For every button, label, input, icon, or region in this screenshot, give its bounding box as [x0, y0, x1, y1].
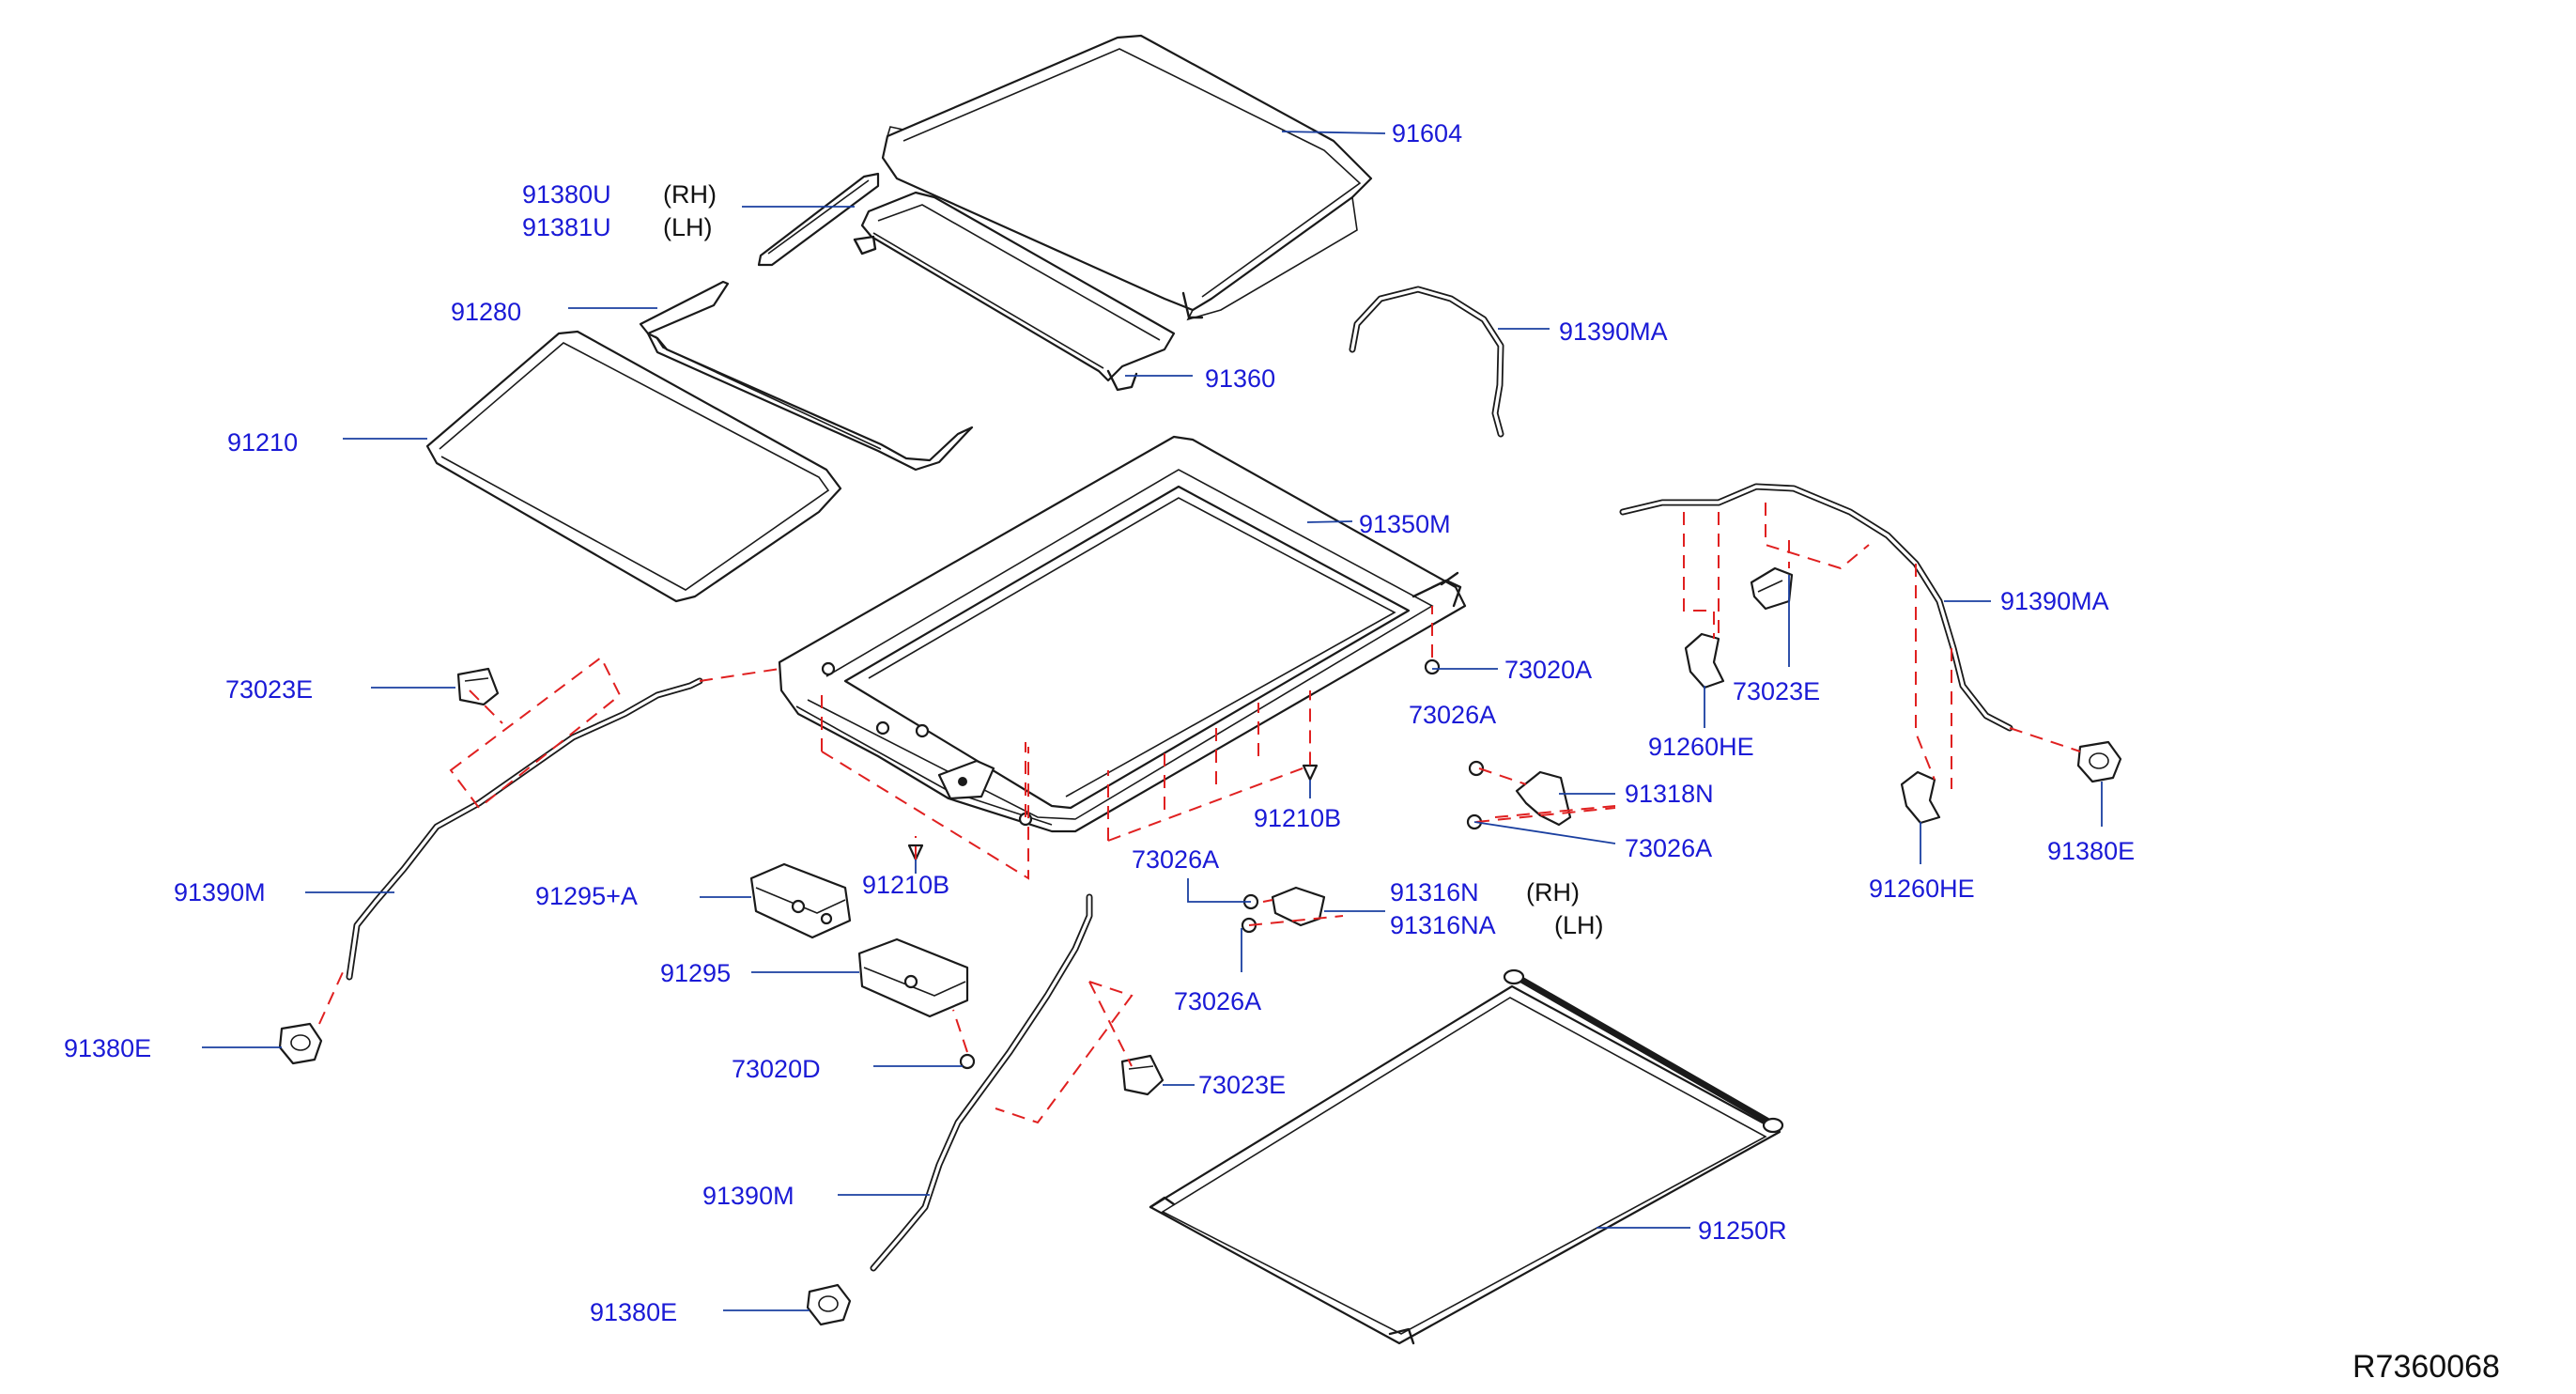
callout-73020d[interactable]: 73020D [732, 1055, 821, 1083]
weatherstrip-91280[interactable] [639, 280, 974, 472]
callout-91295[interactable]: 91295 [660, 959, 732, 987]
callout-91295a[interactable]: 91295+A [535, 882, 638, 910]
clip-73023e-right[interactable] [1750, 566, 1794, 611]
glass-lid-91604[interactable] [881, 34, 1373, 321]
callout-73026a-2[interactable]: 73026A [1625, 834, 1713, 862]
callout-73026a-3[interactable]: 73026A [1132, 845, 1220, 874]
callout-73023e-left[interactable]: 73023E [225, 675, 314, 704]
sunroof-frame-91350m[interactable] [778, 435, 1467, 833]
clip-91260he-left[interactable] [1684, 632, 1725, 689]
glass-panel-91210[interactable] [425, 330, 842, 603]
grommet-91380e-right[interactable] [2076, 740, 2122, 783]
callout-91360[interactable]: 91360 [1205, 364, 1276, 393]
callout-91604[interactable]: 91604 [1392, 119, 1463, 147]
callout-91381u[interactable]: 91381U [522, 213, 611, 241]
callout-91260he-2[interactable]: 91260HE [1869, 875, 1975, 903]
callout-91350m[interactable]: 91350M [1359, 510, 1451, 538]
wind-deflector-91360[interactable] [853, 191, 1176, 392]
callout-91390m-bottom[interactable]: 91390M [702, 1182, 794, 1210]
callout-73023e-bottom[interactable]: 73023E [1198, 1071, 1287, 1099]
callout-73023e-right[interactable]: 73023E [1733, 677, 1821, 705]
callout-73020a[interactable]: 73020A [1504, 656, 1593, 684]
deflector-91380u[interactable] [757, 172, 880, 267]
clip-73023e-bottom[interactable] [1120, 1054, 1165, 1096]
leader-lines [202, 131, 2103, 1311]
callout-91316na[interactable]: 91316NA [1390, 911, 1496, 939]
clip-73023e-left[interactable] [456, 667, 500, 706]
callout-91210[interactable]: 91210 [227, 428, 299, 457]
callout-91390m-left[interactable]: 91390M [174, 878, 266, 906]
callout-91210b-2[interactable]: 91210B [862, 871, 950, 899]
callout-91380e-bottom[interactable]: 91380E [590, 1298, 678, 1326]
callout-73026a-1[interactable]: 73026A [1409, 701, 1497, 729]
callout-91280[interactable]: 91280 [451, 298, 522, 326]
side-rh-1: (RH) [663, 180, 717, 209]
grommet-91380e-bottom[interactable] [806, 1283, 852, 1326]
side-rh-2: (RH) [1526, 878, 1580, 906]
callout-91210b-1[interactable]: 91210B [1254, 804, 1342, 832]
clip-91260he-right[interactable] [1900, 770, 1941, 825]
callout-91318n[interactable]: 91318N [1625, 780, 1714, 808]
callout-91390ma-top[interactable]: 91390MA [1559, 318, 1668, 346]
callout-91380e-left[interactable]: 91380E [64, 1034, 152, 1062]
motor-91295a[interactable] [749, 862, 852, 939]
side-lh-2: (LH) [1554, 911, 1604, 939]
callout-91380e-right[interactable]: 91380E [2047, 837, 2136, 865]
drain-hose-91390ma-top[interactable] [1349, 286, 1504, 438]
motor-91295[interactable] [857, 937, 969, 1018]
roller-shade-91250r[interactable] [1149, 968, 1784, 1345]
drain-hose-91390m-left[interactable] [346, 677, 703, 981]
assembly-guides [318, 503, 2081, 1124]
callout-91260he-1[interactable]: 91260HE [1648, 733, 1754, 761]
bracket-91318n[interactable] [1515, 770, 1572, 827]
drain-hose-91390m-bottom[interactable] [870, 893, 1093, 1272]
callout-91316n[interactable]: 91316N [1390, 878, 1479, 906]
drain-hose-91390ma-right[interactable] [1619, 483, 2013, 732]
grommet-91380e-left[interactable] [278, 1022, 323, 1065]
callout-73026a-4[interactable]: 73026A [1174, 987, 1262, 1015]
callout-91380u[interactable]: 91380U [522, 180, 611, 209]
callout-91250r[interactable]: 91250R [1698, 1216, 1787, 1245]
side-lh-1: (LH) [663, 213, 713, 241]
callout-91390ma-right[interactable]: 91390MA [2000, 587, 2109, 615]
diagram-reference-code: R7360068 [2352, 1349, 2500, 1385]
